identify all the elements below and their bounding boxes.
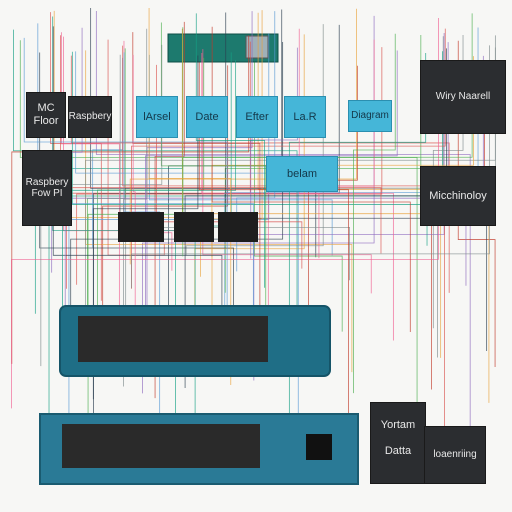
- connector-block-3: [218, 212, 258, 242]
- module-micchinoloy: Micchinoloy: [420, 166, 496, 226]
- wire: [132, 54, 136, 364]
- wire: [181, 28, 490, 403]
- module-date: Date: [186, 96, 228, 138]
- module-diagram: Diagram: [348, 100, 392, 132]
- wire: [160, 22, 267, 354]
- connector-block-2: [174, 212, 214, 242]
- wire: [23, 37, 228, 350]
- module-lar: La.R: [284, 96, 326, 138]
- breadboard-lower-pins: [62, 424, 260, 468]
- wire: [154, 21, 185, 399]
- module-efter: Efter: [236, 96, 278, 138]
- wire: [13, 29, 298, 329]
- wire: [85, 50, 353, 373]
- wire: [250, 47, 298, 259]
- wire: [131, 45, 490, 289]
- connector-block-1: [118, 212, 164, 242]
- wire: [148, 8, 232, 385]
- wire: [11, 35, 250, 364]
- wire: [95, 11, 471, 434]
- breadboard-upper-pins: [78, 316, 268, 362]
- module-loaenriing: loaenriing: [424, 426, 486, 484]
- module-raspberry-pi: Raspbery Fow PI: [22, 150, 72, 226]
- module-iarsel: lArsel: [136, 96, 178, 138]
- module-raspberry-top: Raspbery: [68, 96, 112, 138]
- wire: [145, 50, 398, 358]
- module-belam: belam: [266, 156, 338, 192]
- breadboard-lower-chip: [306, 434, 332, 460]
- wire: [64, 27, 83, 306]
- module-wiry-naarell: Wiry Naarell: [420, 60, 506, 134]
- wire: [195, 13, 266, 288]
- wire: [457, 40, 496, 368]
- wire: [353, 33, 396, 394]
- top-pcb-chip: [245, 35, 269, 59]
- module-yortam-datta: Yortam Datta: [370, 402, 426, 484]
- module-mc-floor: MC Floor: [26, 92, 66, 138]
- wire: [11, 18, 439, 409]
- wire: [62, 59, 237, 340]
